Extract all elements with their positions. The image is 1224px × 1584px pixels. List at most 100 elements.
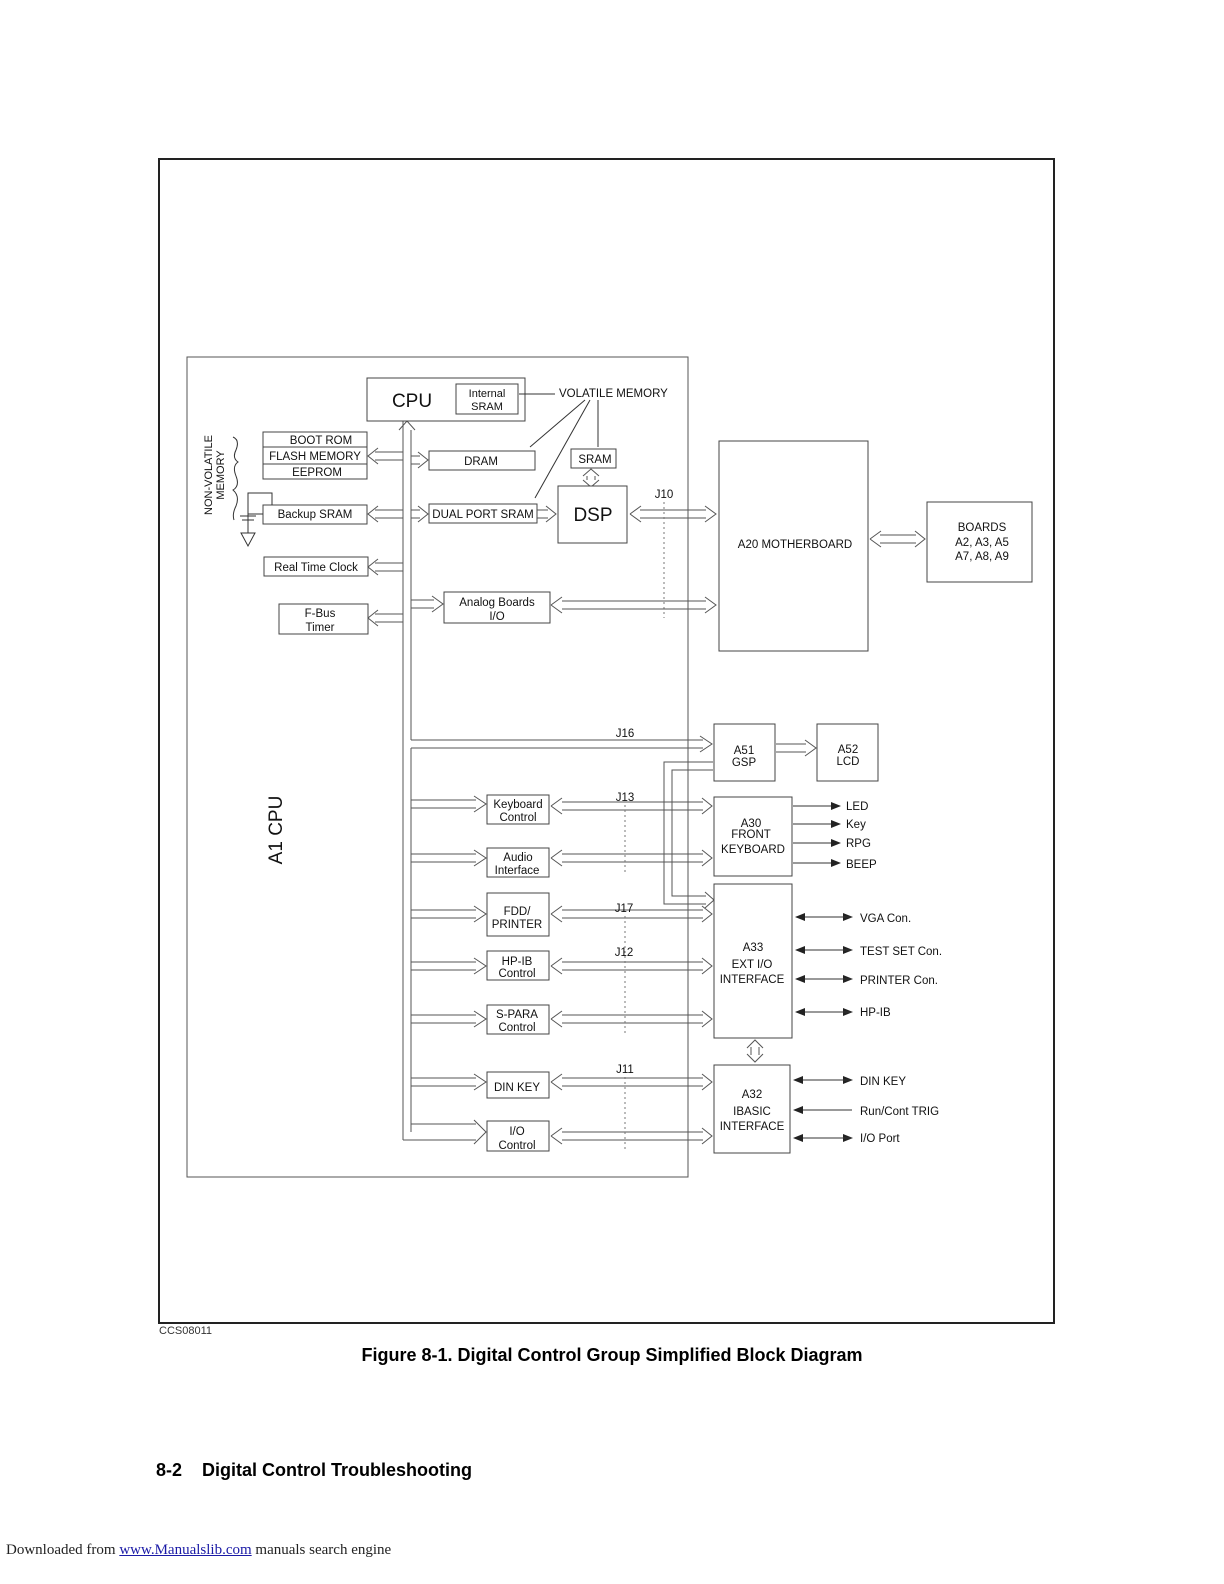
svg-text:NON-VOLATILE: NON-VOLATILE — [203, 435, 215, 515]
svg-text:Audio: Audio — [503, 852, 532, 864]
din-key-box: DIN KEY — [486, 1071, 550, 1099]
svg-text:SRAM: SRAM — [578, 454, 611, 466]
j12-label: J12 — [615, 947, 634, 959]
a1-cpu-title: A1 CPU — [266, 796, 287, 865]
audio-interface-box: Audio Interface — [486, 847, 550, 878]
a32-outputs: DIN KEY Run/Cont TRIG I/O Port — [793, 1076, 939, 1145]
a30-front-keyboard-box: A30 FRONT KEYBOARD — [713, 796, 793, 877]
j11-label: J11 — [616, 1064, 634, 1076]
svg-text:FDD/: FDD/ — [504, 906, 532, 918]
a32-ibasic-box: A32 IBASIC INTERFACE — [713, 1064, 791, 1154]
svg-text:HP-IB: HP-IB — [502, 956, 533, 968]
svg-text:LED: LED — [846, 801, 868, 813]
svg-text:A2, A3, A5: A2, A3, A5 — [955, 537, 1009, 549]
svg-text:VGA Con.: VGA Con. — [860, 913, 911, 925]
cpu-block: CPU Internal SRAM — [366, 377, 526, 422]
svg-text:Control: Control — [499, 812, 536, 824]
svg-text:Internal: Internal — [469, 388, 506, 400]
memory-stack: BOOT ROM FLASH MEMORY EEPROM — [262, 431, 368, 480]
svg-text:Key: Key — [846, 819, 866, 831]
download-note: Downloaded from www.Manualslib.com manua… — [6, 1542, 391, 1559]
dual-port-sram-box: DUAL PORT SRAM — [428, 503, 557, 524]
svg-text:Timer: Timer — [306, 622, 335, 634]
a30-outputs: LED Key RPG BEEP — [793, 801, 877, 871]
svg-text:Control: Control — [498, 1022, 535, 1034]
a51-gsp-box: A51 GSP — [713, 723, 776, 782]
volatile-memory-label: VOLATILE MEMORY — [559, 388, 668, 400]
a33-outputs: VGA Con. TEST SET Con. PRINTER Con. HP-I… — [795, 913, 942, 1019]
svg-text:A52: A52 — [838, 744, 858, 756]
figure-id: CCS08011 — [159, 1325, 212, 1337]
svg-text:A33: A33 — [743, 942, 763, 954]
cpu-label: CPU — [392, 391, 432, 412]
fdd-printer-box: FDD/ PRINTER — [486, 892, 550, 937]
svg-text:A7, A8, A9: A7, A8, A9 — [955, 551, 1009, 563]
j13-label: J13 — [616, 792, 635, 804]
svg-text:I/O: I/O — [509, 1126, 524, 1138]
svg-text:PRINTER: PRINTER — [492, 919, 542, 931]
sram-box: SRAM — [570, 448, 617, 488]
svg-text:DUAL PORT SRAM: DUAL PORT SRAM — [432, 509, 533, 521]
svg-text:RPG: RPG — [846, 838, 871, 850]
svg-text:DIN KEY: DIN KEY — [860, 1076, 906, 1088]
a52-lcd-box: A52 LCD — [816, 723, 879, 782]
backup-sram-block: Backup SRAM — [240, 492, 368, 548]
svg-text:Keyboard: Keyboard — [493, 799, 542, 811]
svg-text:KEYBOARD: KEYBOARD — [721, 844, 785, 856]
j17-label: J17 — [615, 903, 634, 915]
svg-text:Run/Cont TRIG: Run/Cont TRIG — [860, 1106, 939, 1118]
hpib-control-box: HP-IB Control — [486, 950, 550, 981]
download-prefix: Downloaded from — [6, 1542, 116, 1558]
svg-text:DIN KEY: DIN KEY — [494, 1082, 540, 1094]
svg-text:HP-IB: HP-IB — [860, 1007, 891, 1019]
real-time-clock-box: Real Time Clock — [263, 556, 369, 577]
svg-text:FLASH MEMORY: FLASH MEMORY — [269, 451, 361, 463]
svg-text:IBASIC: IBASIC — [733, 1106, 771, 1118]
interface-links — [550, 797, 713, 1145]
j10-label: J10 — [655, 489, 674, 501]
non-volatile-label: NON-VOLATILE MEMORY — [203, 435, 239, 521]
svg-text:PRINTER Con.: PRINTER Con. — [860, 975, 938, 987]
svg-text:INTERFACE: INTERFACE — [720, 1121, 785, 1133]
io-control-box: I/O Control — [486, 1120, 550, 1152]
boards-link — [869, 530, 926, 548]
a33-ext-io-box: A33 EXT I/O INTERFACE — [713, 883, 793, 1039]
svg-text:INTERFACE: INTERFACE — [720, 974, 785, 986]
spara-control-box: S-PARA Control — [486, 1004, 550, 1035]
extio-ibasic-link — [746, 1039, 764, 1063]
svg-text:Real Time Clock: Real Time Clock — [274, 562, 358, 574]
svg-text:Interface: Interface — [495, 865, 540, 877]
analog-link — [550, 596, 717, 614]
a20-motherboard: A20 MOTHERBOARD — [718, 440, 869, 652]
svg-text:Backup SRAM: Backup SRAM — [278, 509, 353, 521]
svg-text:Control: Control — [498, 968, 535, 980]
svg-text:FRONT: FRONT — [731, 829, 771, 841]
svg-text:GSP: GSP — [732, 757, 757, 769]
svg-text:Analog Boards: Analog Boards — [459, 597, 535, 609]
gsp-extio-link — [663, 761, 715, 909]
svg-text:BOARDS: BOARDS — [958, 522, 1007, 534]
volatile-memory-leaders — [519, 393, 599, 499]
left-branches — [367, 447, 403, 627]
fbus-timer-box: F-Bus Timer — [278, 603, 369, 635]
j16-label: J16 — [616, 728, 635, 740]
svg-text:BOOT ROM: BOOT ROM — [290, 435, 352, 447]
figure-caption: Figure 8-1. Digital Control Group Simpli… — [361, 1345, 863, 1365]
internal-bus — [398, 420, 416, 1140]
svg-text:DSP: DSP — [573, 505, 612, 526]
manualslib-link[interactable]: www.Manualslib.com — [119, 1542, 252, 1558]
svg-text:DRAM: DRAM — [464, 456, 498, 468]
svg-text:LCD: LCD — [836, 756, 859, 768]
svg-text:A32: A32 — [742, 1089, 762, 1101]
dsp-box: DSP — [557, 485, 628, 544]
svg-text:EEPROM: EEPROM — [292, 467, 342, 479]
dram-box: DRAM — [428, 450, 536, 471]
keyboard-control-box: Keyboard Control — [486, 794, 550, 825]
right-branches — [403, 451, 713, 1145]
analog-boards-box: Analog Boards I/O — [443, 591, 551, 624]
download-suffix: manuals search engine — [255, 1542, 392, 1558]
dsp-link — [629, 505, 717, 523]
svg-text:TEST SET Con.: TEST SET Con. — [860, 946, 942, 958]
